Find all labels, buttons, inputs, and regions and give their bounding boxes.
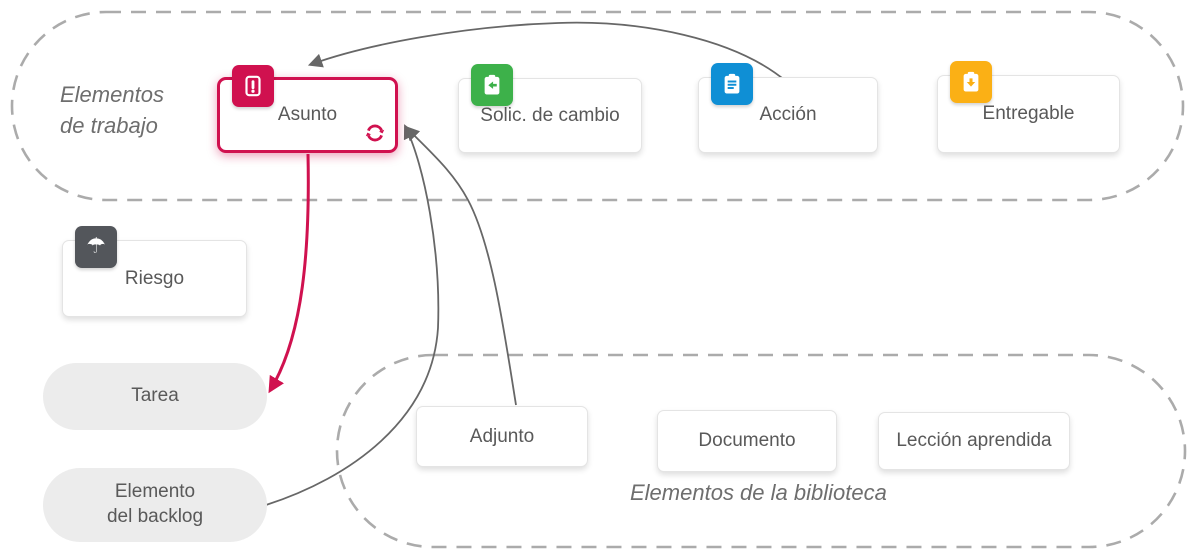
connector-adjunto-to-asunto bbox=[405, 125, 517, 406]
node-adjunto: Adjunto bbox=[416, 406, 588, 467]
library-items-group-border bbox=[335, 353, 1187, 549]
connector-accion-to-asunto bbox=[307, 21, 788, 83]
node-riesgo: ☂ Riesgo bbox=[62, 226, 247, 317]
change-request-icon bbox=[471, 64, 513, 106]
node-asunto: Asunto bbox=[217, 65, 398, 153]
connector-backlog-to-asunto bbox=[265, 124, 440, 506]
node-label: Acción bbox=[759, 104, 817, 125]
connector-asunto-to-tarea bbox=[268, 153, 310, 394]
node-label: Solic. de cambio bbox=[480, 104, 620, 126]
issue-icon bbox=[232, 65, 274, 107]
work-items-group-label: Elementos de trabajo bbox=[60, 82, 164, 138]
node-label: Riesgo bbox=[124, 267, 185, 289]
library-items-group-label: Elementos de la biblioteca bbox=[630, 480, 887, 505]
deliverable-icon bbox=[950, 61, 992, 103]
node-elemento-del-backlog: Elemento del backlog bbox=[43, 468, 267, 542]
node-accion: Acción bbox=[698, 63, 878, 153]
node-label: Documento bbox=[698, 430, 796, 451]
action-checklist-icon bbox=[711, 63, 753, 105]
risk-umbrella-icon: ☂ bbox=[75, 226, 117, 268]
node-label: Adjunto bbox=[469, 425, 535, 447]
node-label: Entregable bbox=[982, 103, 1075, 124]
node-documento: Documento bbox=[657, 410, 837, 472]
node-tarea: Tarea bbox=[43, 363, 267, 430]
node-leccion-aprendida: Lección aprendida bbox=[878, 412, 1070, 470]
node-solic-de-cambio: Solic. de cambio bbox=[458, 64, 642, 153]
node-label: Tarea bbox=[131, 385, 179, 407]
work-items-group-border bbox=[10, 10, 1185, 202]
node-label: Asunto bbox=[277, 104, 338, 125]
node-entregable: Entregable bbox=[937, 61, 1120, 153]
node-label: Elemento del backlog bbox=[106, 481, 204, 527]
refresh-icon bbox=[363, 121, 387, 145]
node-label: Lección aprendida bbox=[896, 430, 1052, 451]
